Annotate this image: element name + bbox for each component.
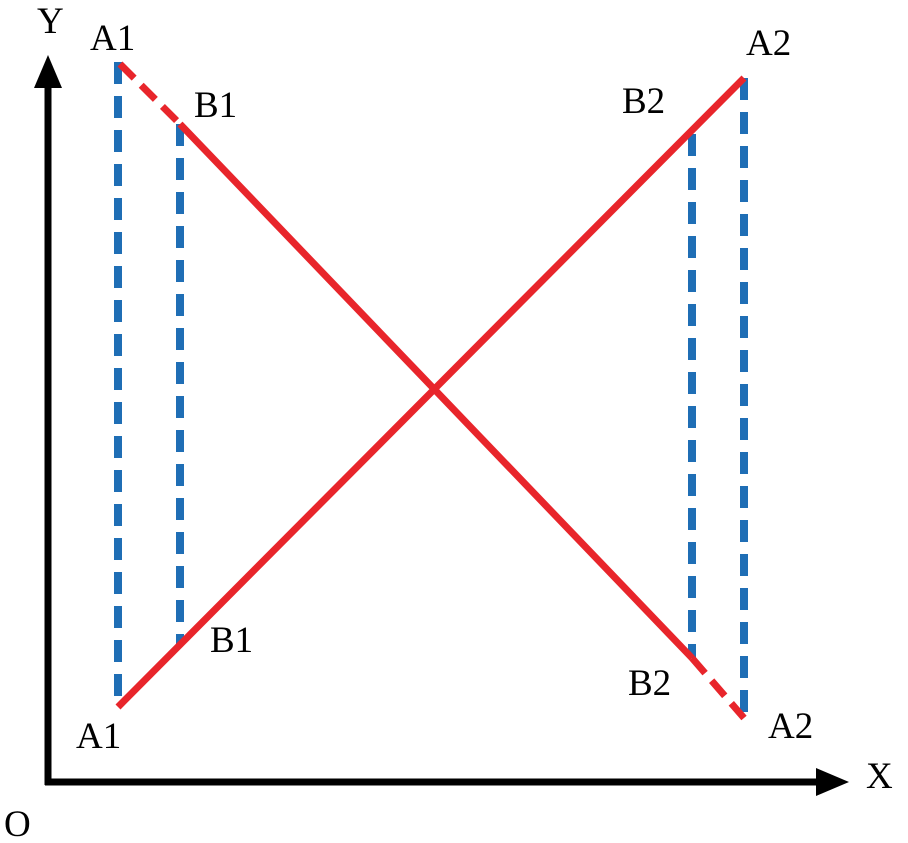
point-label-b1-bottom: B1 — [210, 620, 253, 661]
labels: Y X O A1 B1 B1 A1 A2 B2 B2 A2 — [4, 1, 893, 843]
x-axis-label: X — [866, 756, 893, 797]
y-axis-arrow-icon — [34, 55, 62, 88]
b2-a2-bottom-dashed-segment — [689, 655, 747, 721]
blue-dashed-lines — [114, 62, 748, 718]
origin-label: O — [4, 804, 31, 843]
point-label-a1-top: A1 — [90, 18, 135, 59]
a1-bottom-to-a2-top-line — [115, 75, 747, 710]
axes — [34, 55, 849, 796]
point-label-a2-top: A2 — [746, 23, 791, 64]
a1-b1-top-dashed-segment — [117, 61, 183, 127]
point-label-b2-top: B2 — [622, 81, 665, 122]
point-label-a2-bottom: A2 — [768, 706, 813, 747]
y-axis-label: Y — [37, 1, 64, 42]
point-label-a1-bottom: A1 — [76, 716, 121, 757]
point-label-b1-top: B1 — [194, 85, 237, 126]
x-axis-arrow-icon — [816, 768, 849, 796]
red-lines — [115, 61, 747, 721]
point-label-b2-bottom: B2 — [628, 663, 671, 704]
